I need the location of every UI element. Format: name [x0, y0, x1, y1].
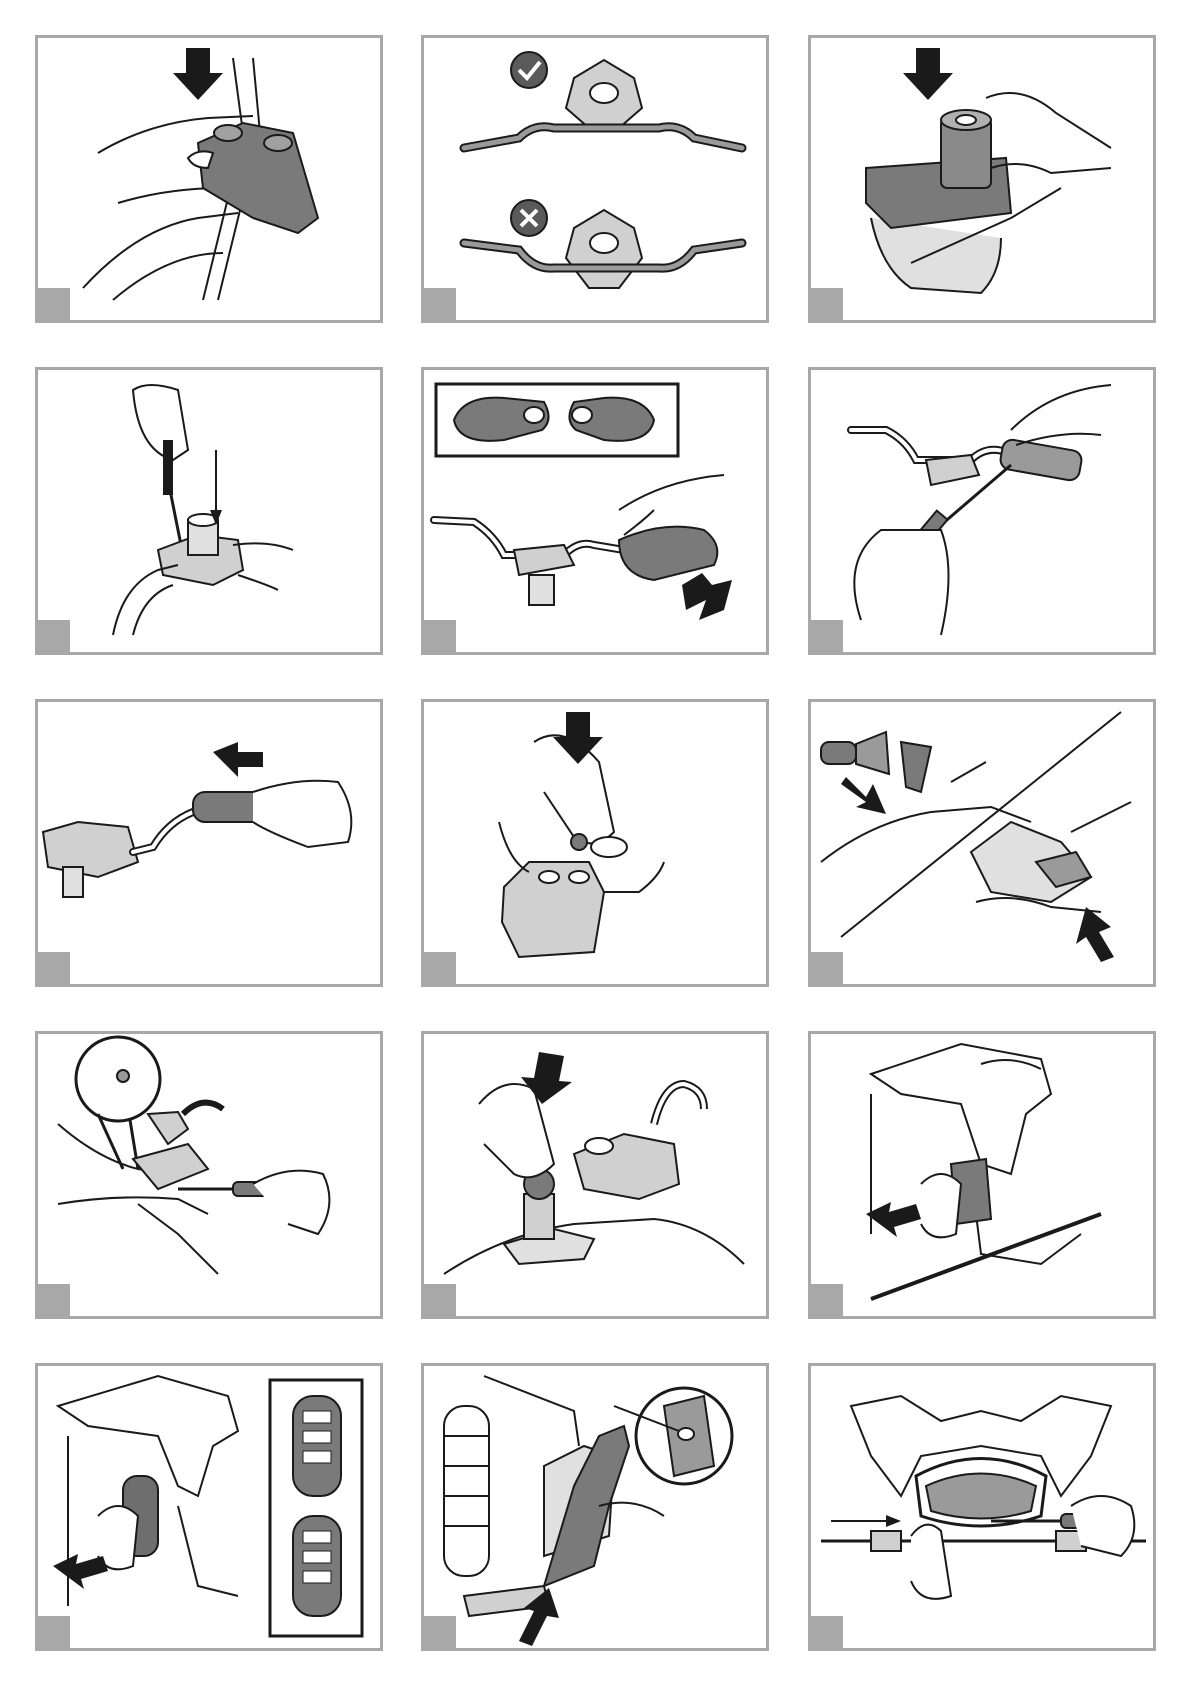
- step-number-tab: [424, 1616, 456, 1648]
- arrow-left-icon: [213, 742, 263, 777]
- step-panel-15: [808, 1363, 1156, 1651]
- step-panel-12: [808, 1031, 1156, 1319]
- arrow-right-icon: [53, 1554, 108, 1589]
- step-number-tab: [38, 1284, 70, 1316]
- illustration-screwdriver-clamp: [38, 370, 380, 652]
- step-panel-11: [421, 1031, 769, 1319]
- step-number-tab: [38, 952, 70, 984]
- step-number-tab: [811, 952, 843, 984]
- cross-icon: [511, 200, 547, 236]
- arrow-right-icon: [866, 1202, 921, 1237]
- illustration-front-axle: [811, 1366, 1153, 1648]
- step-number-tab: [424, 1284, 456, 1316]
- arrow-down-icon: [903, 48, 953, 100]
- arrow-down-icon: [173, 48, 223, 100]
- step-number-tab: [38, 288, 70, 320]
- illustration-hand-guard: [424, 370, 766, 652]
- step-number-tab: [811, 1616, 843, 1648]
- step-number-tab: [38, 620, 70, 652]
- step-number-tab: [424, 952, 456, 984]
- step-panel-10: [35, 1031, 383, 1319]
- illustration-fork-boot: [38, 1366, 380, 1648]
- illustration-screwdriver-hand-guard: [811, 370, 1153, 652]
- step-number-tab: [424, 288, 456, 320]
- illustration-stem-clamp: [38, 38, 380, 320]
- step-number-tab: [424, 620, 456, 652]
- arrow-up-icon: [1076, 907, 1114, 962]
- step-panel-14: [421, 1363, 769, 1651]
- step-number-tab: [38, 1616, 70, 1648]
- illustration-grip-slide: [38, 702, 380, 984]
- illustration-handlebar-assembly: [424, 1034, 766, 1316]
- step-panel-3: [808, 35, 1156, 323]
- check-icon: [511, 52, 547, 88]
- step-panel-1: [35, 35, 383, 323]
- step-panel-8: [421, 699, 769, 987]
- illustration-fork-cover: [811, 1034, 1153, 1316]
- step-panel-5: [421, 367, 769, 655]
- step-number-tab: [811, 1284, 843, 1316]
- step-number-tab: [811, 620, 843, 652]
- illustration-key-insert: [424, 702, 766, 984]
- step-number-tab: [811, 288, 843, 320]
- illustration-handlebar-orientation: [424, 38, 766, 320]
- step-panel-13: [35, 1363, 383, 1651]
- illustration-headlight-battery: [811, 702, 1153, 984]
- step-panel-7: [35, 699, 383, 987]
- step-panel-6: [808, 367, 1156, 655]
- illustration-fork-arm: [424, 1366, 766, 1648]
- arrow-up-left-icon: [682, 573, 732, 620]
- step-panel-4: [35, 367, 383, 655]
- step-panel-2: [421, 35, 769, 323]
- arrow-down-left-icon: [841, 777, 886, 814]
- illustration-steering-column: [811, 38, 1153, 320]
- illustration-steering-screw: [38, 1034, 380, 1316]
- step-panel-9: [808, 699, 1156, 987]
